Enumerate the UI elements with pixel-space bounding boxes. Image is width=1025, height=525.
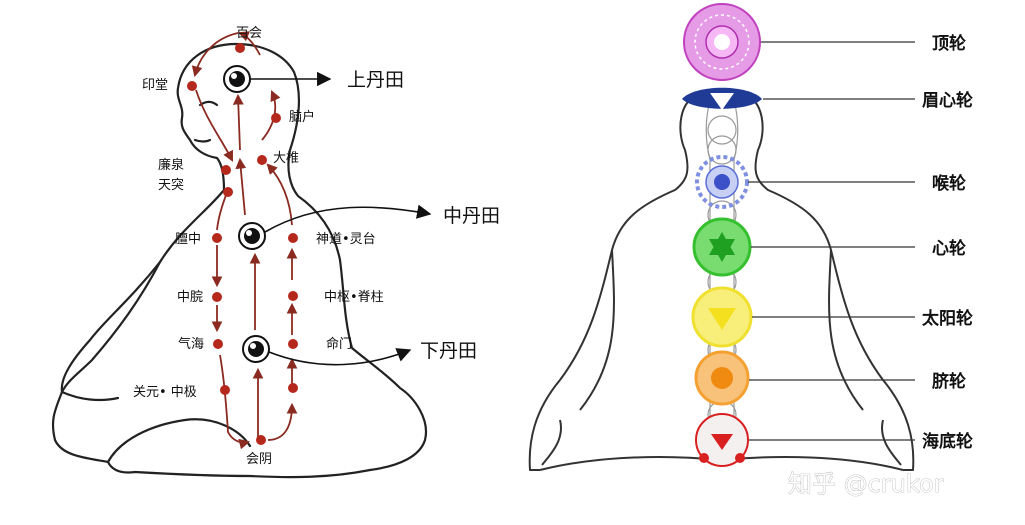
label-third-eye-chakra: 眉心轮 <box>922 90 973 111</box>
label-danzhong: 膻中 <box>175 232 201 247</box>
lower-dantian-marker <box>242 335 270 363</box>
upper-dantian-marker <box>223 65 251 93</box>
middle-dantian-marker <box>238 222 266 250</box>
point-shenshu <box>288 383 298 393</box>
point-shendao <box>288 233 298 243</box>
label-shendao-lingtai: 神道•灵台 <box>316 232 376 247</box>
label-dazhui: 大椎 <box>273 151 299 166</box>
point-danzhong <box>212 233 222 243</box>
point-huiyin <box>256 435 266 445</box>
label-zhongshu-jizhu: 中枢•脊柱 <box>324 290 384 305</box>
chakra-crown <box>683 3 761 81</box>
label-sacral-chakra: 脐轮 <box>932 371 966 392</box>
point-zhongwan <box>212 292 222 302</box>
middle-dantian-label: 中丹田 <box>443 205 500 227</box>
label-lianquan: 廉泉 <box>158 157 184 173</box>
central-channel <box>705 99 739 460</box>
chakra-solar-plexus <box>691 286 753 348</box>
label-huiyin: 会阴 <box>246 452 272 467</box>
chakra-root <box>695 413 749 467</box>
chakra-pointers <box>748 41 915 441</box>
energy-channel-diagram: 上丹田 中丹田 下丹田 百会 印堂 脑户 大椎 廉泉 天突 膻中 神道•灵台 中… <box>51 26 500 479</box>
meridian-paths <box>191 31 298 450</box>
point-qihai <box>213 339 223 349</box>
point-yintang <box>187 81 197 91</box>
point-lianquan <box>221 165 231 175</box>
point-tiantu <box>223 187 233 197</box>
label-guanyuan-zhongji: 关元• 中极 <box>133 385 197 400</box>
dantian-pointers <box>250 71 432 366</box>
label-baihui: 百会 <box>236 26 262 41</box>
label-tiantu: 天突 <box>158 177 184 193</box>
point-dazhui <box>257 155 267 165</box>
acupoint-dots <box>187 43 298 445</box>
point-zhongji <box>220 385 230 395</box>
body-outline <box>51 42 428 479</box>
label-crown-chakra: 顶轮 <box>932 33 966 54</box>
label-qihai: 气海 <box>178 336 204 352</box>
point-baihui <box>235 43 245 53</box>
lower-dantian-label: 下丹田 <box>420 340 477 362</box>
label-heart-chakra: 心轮 <box>932 238 966 259</box>
label-zhongwan: 中脘 <box>177 290 203 305</box>
meditating-figure-back-view: 顶轮 眉心轮 喉轮 心轮 太阳轮 脐轮 海底轮 知乎 @crukor <box>528 3 973 498</box>
label-yintang: 印堂 <box>142 78 168 93</box>
chakra-throat <box>695 155 749 209</box>
meditating-figure-side-view: 上丹田 中丹田 下丹田 百会 印堂 脑户 大椎 廉泉 天突 膻中 神道•灵台 中… <box>51 26 500 479</box>
dantian-markers <box>223 65 270 363</box>
upper-dantian-label: 上丹田 <box>347 69 404 91</box>
point-naohu <box>271 113 281 123</box>
point-mingmen <box>288 339 298 349</box>
chakra-heart <box>692 217 752 277</box>
label-root-chakra: 海底轮 <box>922 431 973 452</box>
label-naohu: 脑户 <box>289 109 315 125</box>
body-outline <box>528 94 915 471</box>
chakra-third-eye <box>682 87 762 110</box>
label-solar-plexus-chakra: 太阳轮 <box>922 308 973 329</box>
chakra-diagram: 顶轮 眉心轮 喉轮 心轮 太阳轮 脐轮 海底轮 知乎 @crukor <box>520 0 1025 525</box>
label-throat-chakra: 喉轮 <box>932 173 966 194</box>
point-zhongshu <box>288 291 298 301</box>
label-mingmen: 命门 <box>326 336 352 352</box>
chakra-sacral <box>694 350 750 406</box>
watermark: 知乎 @crukor <box>788 470 944 498</box>
